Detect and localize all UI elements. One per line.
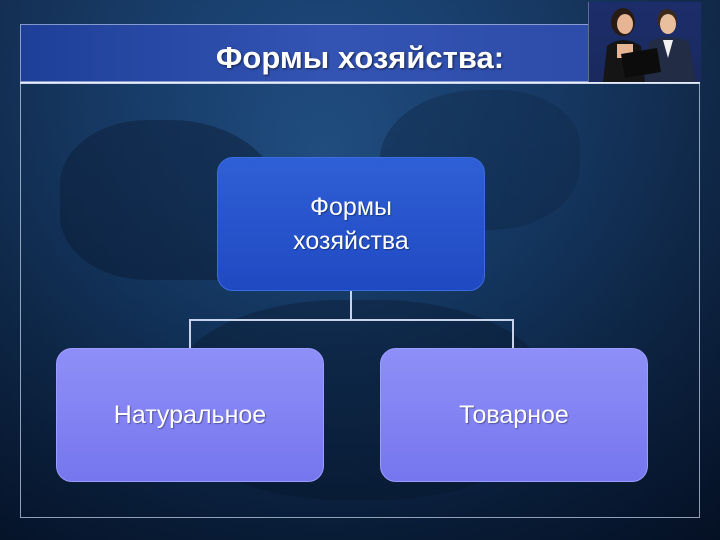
title-bar [20, 24, 700, 82]
connector-line [189, 319, 191, 348]
root-node-label-line2: хозяйства [293, 227, 409, 255]
root-node-label-line1: Формы [310, 193, 392, 221]
child-node-commodity: Товарное [380, 348, 648, 482]
slide-title: Формы хозяйства: [215, 40, 505, 75]
child-node-natural: Натуральное [56, 348, 324, 482]
connector-line [189, 319, 514, 321]
child-node-label: Товарное [459, 401, 569, 429]
content-frame [20, 83, 700, 518]
connector-line [350, 291, 352, 320]
child-node-label: Натуральное [113, 401, 267, 429]
root-node-forms-of-economy: Формы хозяйства [217, 157, 485, 291]
presenters-photo [588, 2, 701, 82]
connector-line [512, 319, 514, 348]
